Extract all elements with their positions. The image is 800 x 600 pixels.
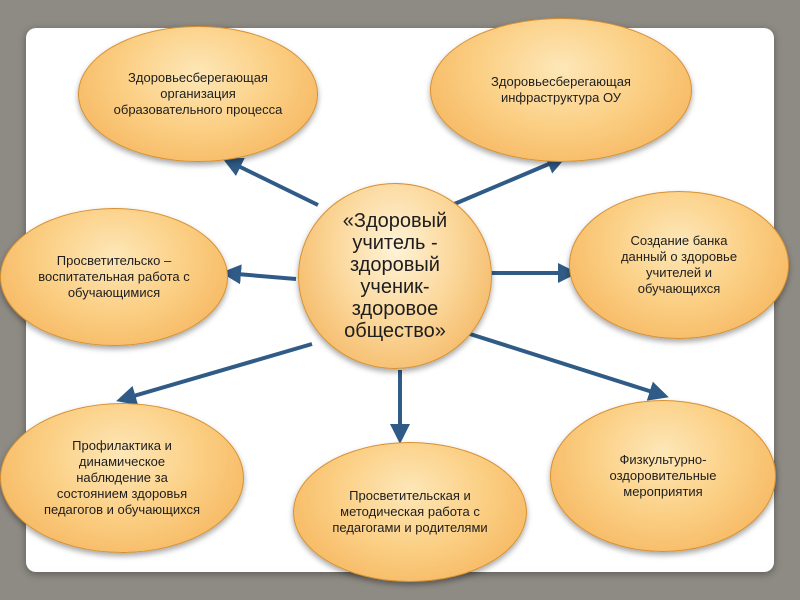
- node-education-work: Просветительско – воспитательная работа …: [0, 208, 228, 346]
- node-methodical-work: Просветительская и методическая работа с…: [293, 442, 527, 582]
- node-data-bank: Создание банка данный о здоровье учителе…: [569, 191, 789, 339]
- node-data-bank-label: Создание банка данный о здоровье учителе…: [620, 233, 738, 296]
- node-prevention: Профилактика и динамическое наблюдение з…: [0, 403, 244, 553]
- node-center-label: «Здоровый учитель - здоровый ученик-здор…: [342, 210, 448, 342]
- node-infrastructure-label: Здоровьесберегающая инфраструктура ОУ: [491, 74, 631, 105]
- arrow-to-org-process: [222, 158, 319, 207]
- node-sports-events: Физкультурно-оздоровительные мероприятия: [550, 400, 776, 552]
- node-prevention-label: Профилактика и динамическое наблюдение з…: [43, 438, 201, 517]
- arrow-to-sports-events: [469, 332, 669, 401]
- node-org-process-label: Здоровьесберегающая организация образова…: [113, 70, 283, 117]
- node-org-process: Здоровьесберегающая организация образова…: [78, 26, 318, 162]
- node-center: «Здоровый учитель - здоровый ученик-здор…: [298, 183, 492, 369]
- arrow-to-infrastructure: [451, 155, 567, 207]
- arrow-to-prevention: [116, 342, 313, 406]
- node-infrastructure: Здоровьесберегающая инфраструктура ОУ: [430, 18, 692, 162]
- arrow-to-education-work: [221, 264, 297, 285]
- node-education-work-label: Просветительско – воспитательная работа …: [38, 253, 190, 300]
- node-sports-events-label: Физкультурно-оздоровительные мероприятия: [609, 452, 717, 499]
- node-methodical-work-label: Просветительская и методическая работа с…: [332, 488, 488, 535]
